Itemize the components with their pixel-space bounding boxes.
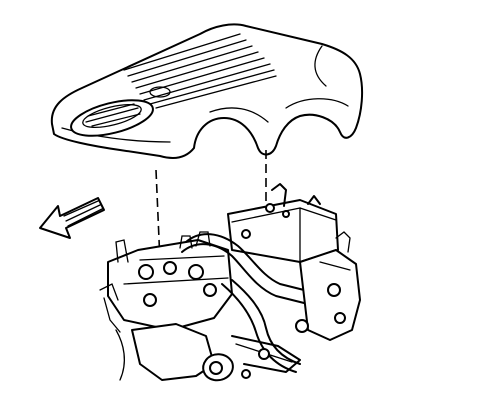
cover-emblem-icon <box>149 86 171 98</box>
oil-cap-icon <box>70 99 154 137</box>
engine-assembly <box>99 183 361 382</box>
cover-grille <box>123 33 277 109</box>
engine-cover <box>50 23 364 159</box>
arrow-left-icon <box>39 197 105 239</box>
